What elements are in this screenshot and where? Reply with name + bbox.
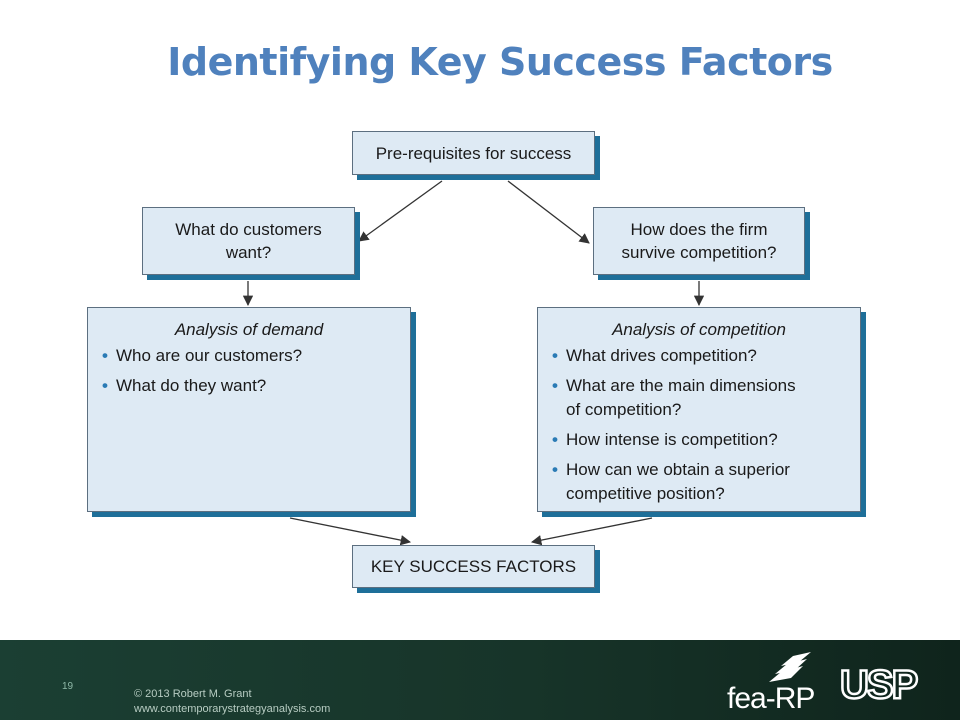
demand-list: Who are our customers? What do they want… <box>94 344 404 398</box>
competition-item: How can we obtain a superior competitive… <box>544 458 848 506</box>
arrow-prereq-to-customers <box>358 180 443 242</box>
competition-analysis-box: Analysis of competition What drives comp… <box>537 307 861 512</box>
footer-bar: 19 © 2013 Robert M. Grant www.contempora… <box>0 640 960 720</box>
arrow-demand-to-ksf <box>289 517 412 546</box>
arrow-competition-to-ksf <box>530 517 653 546</box>
competition-item: What drives competition? <box>544 344 848 368</box>
demand-item: What do they want? <box>94 374 398 398</box>
prereq-label: Pre-requisites for success <box>375 143 572 163</box>
demand-item: Who are our customers? <box>94 344 398 368</box>
usp-logo-mark: USP <box>839 662 921 709</box>
competition-question-label: How does the firm survive competition? <box>621 220 777 262</box>
customers-box: What do customers want? <box>142 207 355 275</box>
ksf-label: KEY SUCCESS FACTORS <box>370 557 577 576</box>
prereq-box: Pre-requisites for success <box>352 131 595 175</box>
competition-item: How intense is competition? <box>544 428 848 452</box>
competition-question-box: How does the firm survive competition? <box>593 207 805 275</box>
competition-list: What drives competition? What are the ma… <box>544 344 854 506</box>
svg-text:USP: USP <box>840 664 918 704</box>
usp-logo: USP <box>838 662 928 709</box>
fea-rp-logo: fea-RP <box>727 652 827 716</box>
competition-heading: Analysis of competition <box>612 320 786 339</box>
page-number: 19 <box>62 681 74 692</box>
demand-analysis-box: Analysis of demand Who are our customers… <box>87 307 411 512</box>
customers-label: What do customers want? <box>175 220 322 262</box>
arrow-prereq-to-competition <box>507 180 590 244</box>
key-success-factors-box: KEY SUCCESS FACTORS <box>352 545 595 588</box>
website: www.contemporarystrategyanalysis.com <box>134 703 331 715</box>
credit-text: © 2013 Robert M. Grant www.contemporarys… <box>134 687 330 717</box>
competition-item: What are the main dimensions of competit… <box>544 374 848 422</box>
fea-rp-logo-text: fea-RP <box>727 682 815 715</box>
demand-heading: Analysis of demand <box>174 320 324 339</box>
page-title: Identifying Key Success Factors <box>167 40 833 84</box>
copyright: © 2013 Robert M. Grant <box>134 688 252 700</box>
fea-rp-logo-mark <box>769 652 811 682</box>
